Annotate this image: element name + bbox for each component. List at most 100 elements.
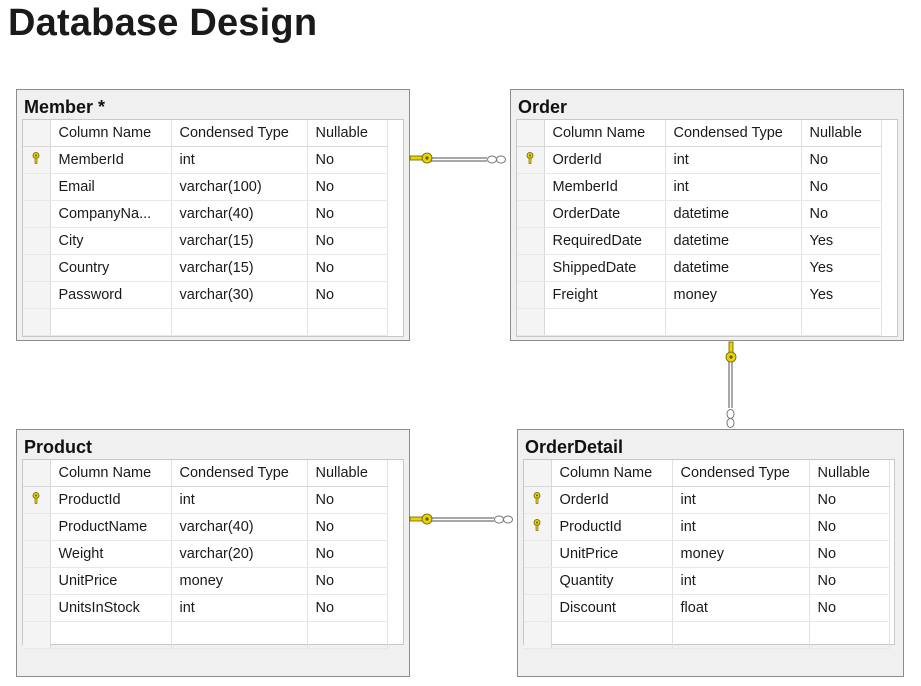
- condensed-type-cell[interactable]: varchar(15): [171, 227, 308, 255]
- nullable-cell[interactable]: No: [307, 200, 388, 228]
- empty-cell[interactable]: [672, 621, 810, 649]
- column-name-cell[interactable]: RequiredDate: [544, 227, 666, 255]
- nullable-cell[interactable]: No: [307, 594, 388, 622]
- row-selector[interactable]: [524, 567, 552, 595]
- nullable-cell[interactable]: No: [809, 594, 890, 622]
- row-selector[interactable]: [524, 513, 552, 541]
- nullable-cell[interactable]: Yes: [801, 227, 882, 255]
- empty-cell[interactable]: [171, 308, 308, 336]
- condensed-type-cell[interactable]: int: [665, 173, 802, 201]
- nullable-cell[interactable]: No: [307, 227, 388, 255]
- column-header[interactable]: Condensed Type: [171, 460, 308, 487]
- nullable-cell[interactable]: No: [801, 200, 882, 228]
- new-row[interactable]: [23, 621, 388, 649]
- row-selector[interactable]: [23, 146, 51, 174]
- row-selector[interactable]: [524, 486, 552, 514]
- row-selector[interactable]: [517, 308, 545, 336]
- column-header[interactable]: Nullable: [809, 460, 890, 487]
- column-name-cell[interactable]: City: [50, 227, 172, 255]
- column-row[interactable]: CompanyNa...varchar(40)No: [23, 200, 388, 228]
- condensed-type-cell[interactable]: money: [672, 540, 810, 568]
- nullable-cell[interactable]: No: [307, 540, 388, 568]
- nullable-cell[interactable]: No: [307, 513, 388, 541]
- row-selector[interactable]: [23, 513, 51, 541]
- condensed-type-cell[interactable]: int: [672, 567, 810, 595]
- column-name-cell[interactable]: Weight: [50, 540, 172, 568]
- new-row[interactable]: [23, 308, 388, 336]
- column-name-cell[interactable]: UnitPrice: [50, 567, 172, 595]
- row-selector[interactable]: [517, 146, 545, 174]
- column-header[interactable]: Nullable: [801, 120, 882, 147]
- nullable-cell[interactable]: No: [307, 173, 388, 201]
- row-selector[interactable]: [23, 567, 51, 595]
- condensed-type-cell[interactable]: money: [171, 567, 308, 595]
- condensed-type-cell[interactable]: int: [672, 513, 810, 541]
- row-selector[interactable]: [517, 200, 545, 228]
- empty-cell[interactable]: [551, 621, 673, 649]
- column-header[interactable]: Condensed Type: [171, 120, 308, 147]
- nullable-cell[interactable]: No: [809, 513, 890, 541]
- condensed-type-cell[interactable]: varchar(100): [171, 173, 308, 201]
- row-selector[interactable]: [23, 308, 51, 336]
- new-row[interactable]: [517, 308, 882, 336]
- column-name-cell[interactable]: ProductId: [50, 486, 172, 514]
- empty-cell[interactable]: [809, 621, 890, 649]
- condensed-type-cell[interactable]: datetime: [665, 227, 802, 255]
- column-header[interactable]: Condensed Type: [672, 460, 810, 487]
- condensed-type-cell[interactable]: varchar(20): [171, 540, 308, 568]
- empty-cell[interactable]: [544, 308, 666, 336]
- nullable-cell[interactable]: No: [307, 146, 388, 174]
- column-name-cell[interactable]: Freight: [544, 281, 666, 309]
- row-selector[interactable]: [517, 254, 545, 282]
- row-selector[interactable]: [23, 486, 51, 514]
- row-selector[interactable]: [23, 594, 51, 622]
- nullable-cell[interactable]: No: [307, 567, 388, 595]
- condensed-type-cell[interactable]: float: [672, 594, 810, 622]
- condensed-type-cell[interactable]: int: [665, 146, 802, 174]
- row-selector[interactable]: [23, 200, 51, 228]
- column-name-cell[interactable]: Password: [50, 281, 172, 309]
- condensed-type-cell[interactable]: datetime: [665, 254, 802, 282]
- relationship-product-orderdetail[interactable]: [409, 513, 513, 525]
- nullable-cell[interactable]: No: [307, 254, 388, 282]
- row-selector[interactable]: [524, 621, 552, 649]
- row-selector[interactable]: [23, 540, 51, 568]
- condensed-type-cell[interactable]: money: [665, 281, 802, 309]
- empty-cell[interactable]: [307, 621, 388, 649]
- column-header[interactable]: Column Name: [551, 460, 673, 487]
- row-selector[interactable]: [23, 281, 51, 309]
- nullable-cell[interactable]: Yes: [801, 281, 882, 309]
- row-selector[interactable]: [517, 227, 545, 255]
- relationship-member-order[interactable]: [409, 152, 506, 164]
- condensed-type-cell[interactable]: varchar(15): [171, 254, 308, 282]
- condensed-type-cell[interactable]: datetime: [665, 200, 802, 228]
- column-name-cell[interactable]: OrderDate: [544, 200, 666, 228]
- empty-cell[interactable]: [665, 308, 802, 336]
- column-name-cell[interactable]: UnitPrice: [551, 540, 673, 568]
- column-name-cell[interactable]: ProductId: [551, 513, 673, 541]
- nullable-cell[interactable]: No: [809, 540, 890, 568]
- column-header[interactable]: Column Name: [50, 120, 172, 147]
- condensed-type-cell[interactable]: varchar(30): [171, 281, 308, 309]
